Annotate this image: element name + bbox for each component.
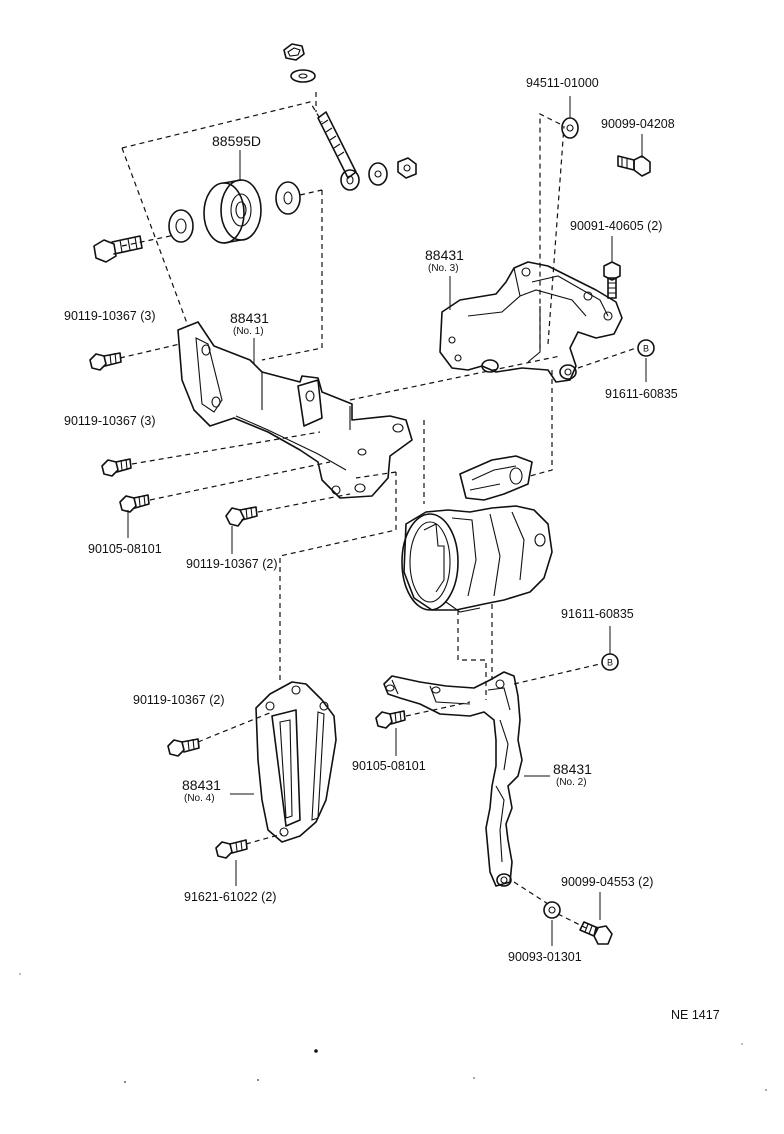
label-88431-no1: 88431 [230,310,269,326]
svg-text:B: B [643,344,649,354]
bolt-90119-10367-upper [89,352,122,371]
figure-code: NE 1417 [671,1008,720,1022]
bolt-90119-10367-center [225,506,258,527]
bolt-90119-10367-lower [101,458,132,477]
guide-lines-bracket-no4 [197,471,397,845]
label-90119-10367-no4: 90119-10367 (2) [133,693,225,707]
adjusting-bolt [317,111,360,191]
leader-lines [127,96,647,946]
bolt-91621-61022 [215,839,248,859]
washer-90093-01301 [543,901,561,919]
bracket-no1 [177,321,413,499]
compressor [401,455,553,613]
guide-line-pulley-axis [121,189,323,361]
bolt-90105-08101-upper [119,494,150,513]
guide-line-pulley [121,92,323,327]
guide-lines-bracket-no3 [529,113,637,477]
small-washer [368,162,388,186]
guide-lines-compressor [423,420,493,700]
bolt-90099-04553 [579,921,613,945]
label-90105-08101-upper: 90105-08101 [88,542,162,556]
scan-specks [19,973,767,1091]
label-91611-60835-lower: 91611-60835 [561,607,634,621]
label-88431-no2: 88431 [553,761,592,777]
label-88431-no4: 88431 [182,777,221,793]
label-91621-61022: 91621-61022 (2) [184,890,276,904]
label-88431-no3-sub: (No. 3) [428,263,459,274]
label-91611-60835-upper: 91611-60835 [605,387,678,401]
label-88431-no4-sub: (No. 4) [184,793,215,804]
label-90105-08101-lower: 90105-08101 [352,759,426,773]
reference-mark-b-lower: B [601,653,619,671]
label-94511-01000: 94511-01000 [526,76,599,90]
idler-pulley-88595D [203,179,262,244]
small-nut [397,157,417,179]
top-washer [290,69,316,83]
label-90119-10367-upper: 90119-10367 (3) [64,309,156,323]
label-90099-04553: 90099-04553 (2) [561,875,653,889]
bolt-90091-40605 [603,261,621,299]
reference-mark-b-upper: B [637,339,655,357]
label-90119-10367-center: 90119-10367 (2) [186,557,278,571]
label-88431-no1-sub: (No. 1) [233,326,264,337]
pulley-spacer-left [168,209,194,243]
label-90099-04208: 90099-04208 [601,117,675,131]
bolt-90099-04208 [617,155,651,177]
bracket-no2 [383,671,523,887]
label-88595D: 88595D [212,133,261,149]
pulley-bolt [93,235,143,263]
guide-lines-bracket-no1 [119,343,561,513]
bracket-no3 [439,261,623,383]
pulley-spacer-right [275,181,301,215]
bolt-90119-10367-no4 [167,738,200,757]
label-90091-40605: 90091-40605 (2) [570,219,662,233]
svg-text:B: B [607,658,613,668]
bracket-no4 [255,681,337,843]
top-nut [283,43,305,61]
label-88431-no3: 88431 [425,247,464,263]
label-88431-no2-sub: (No. 2) [556,777,587,788]
label-90093-01301: 90093-01301 [508,950,582,964]
label-90119-10367-lower: 90119-10367 (3) [64,414,156,428]
bolt-90105-08101-lower [375,710,406,729]
